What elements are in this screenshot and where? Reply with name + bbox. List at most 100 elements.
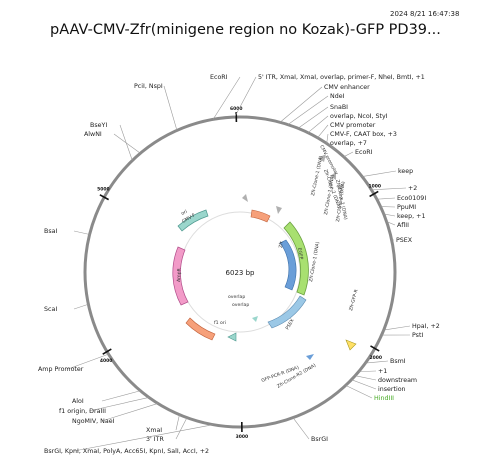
tick-mark <box>369 190 379 198</box>
blue-cds-feature[interactable] <box>279 239 297 291</box>
site-connector <box>380 206 396 208</box>
tick-label: 6000 <box>230 106 243 112</box>
feature-label-overlap-1: overlap <box>228 294 245 300</box>
orange-feature-bottom[interactable] <box>185 317 216 341</box>
site-label[interactable]: XmaI <box>146 427 162 434</box>
site-label[interactable]: ScaI <box>44 306 57 313</box>
site-connector <box>73 424 214 452</box>
site-connector <box>345 385 373 399</box>
site-label[interactable]: PpuMI <box>397 204 416 211</box>
feature-label-zfr: Zfr <box>278 241 285 248</box>
site-label[interactable]: NgoMIV, NaeI <box>72 418 115 425</box>
timestamp: 2024 8/21 16:47:38 <box>390 10 460 18</box>
site-connector <box>383 213 396 217</box>
site-label[interactable]: Amp Promoter <box>38 366 84 373</box>
site-connector <box>362 170 397 177</box>
site-label[interactable]: overlap, +7 <box>330 140 367 147</box>
feature-label-zfr-clone-1a: Zfr-Clone-1 (DNA) <box>310 155 324 196</box>
site-connector <box>343 151 354 158</box>
site-connector <box>287 95 329 125</box>
promoter-feature[interactable] <box>250 209 271 223</box>
site-label[interactable]: PSEX <box>396 237 413 244</box>
feature-label-overlap-2: overlap <box>232 302 249 308</box>
site-label[interactable]: keep <box>398 168 413 175</box>
site-label[interactable]: keep, +1 <box>397 213 425 220</box>
egfp-feature[interactable] <box>283 221 309 296</box>
site-connector <box>365 360 389 364</box>
teal-small-feature[interactable] <box>227 332 237 342</box>
site-label[interactable]: EcoRI <box>210 74 228 81</box>
site-label[interactable]: downstream <box>378 377 417 384</box>
site-label[interactable]: BsmI <box>390 358 406 365</box>
site-connector <box>101 403 158 422</box>
site-connector <box>101 390 141 402</box>
features <box>172 154 357 360</box>
sequence-length: 6023 bp <box>226 269 255 277</box>
feature-label-psex: PSEX <box>285 318 296 331</box>
tick-label: 2000 <box>369 355 382 361</box>
site-label[interactable]: +2 <box>408 185 417 192</box>
feature-label-egfp: EGFP <box>296 247 304 260</box>
site-label[interactable]: HindIII <box>374 395 394 402</box>
site-label[interactable]: SnaBI <box>330 104 348 111</box>
site-label[interactable]: CMV enhancer <box>324 84 370 91</box>
site-label[interactable]: BsrGI <box>311 436 328 443</box>
site-label[interactable]: PciI, NspI <box>134 83 163 90</box>
site-connector <box>327 142 336 151</box>
site-label[interactable]: BseYI <box>90 122 107 129</box>
site-label[interactable]: f1 origin, DraIII <box>59 408 106 415</box>
tick-label: 3000 <box>236 434 249 440</box>
flag-3 <box>318 154 326 162</box>
flag-6 <box>306 354 314 360</box>
site-label[interactable]: Eco0109I <box>397 195 426 202</box>
feature-label-zfr-gfp-r: Zfr-GFP-R <box>348 288 360 311</box>
flag-5 <box>330 172 336 180</box>
site-connector <box>371 187 407 191</box>
site-connector <box>292 417 310 440</box>
site-connector <box>88 397 149 412</box>
restriction-sites: EcoRI 5' ITR, XmaI, XmaI, overlap, primer… <box>38 74 440 455</box>
site-label[interactable]: 5' ITR, XmaI, XmaI, overlap, primer-F, N… <box>258 74 425 81</box>
flag-2 <box>276 206 282 214</box>
ori-feature[interactable] <box>345 339 357 351</box>
site-label[interactable]: NdeI <box>330 93 345 100</box>
teal-feature[interactable] <box>177 209 209 232</box>
site-label[interactable]: CMV-F, CAAT box, +3 <box>330 131 397 138</box>
site-connector <box>175 414 180 431</box>
site-connector <box>358 370 377 372</box>
site-label[interactable]: PstI <box>412 332 423 339</box>
flag-7 <box>252 316 258 322</box>
site-label[interactable]: insertion <box>378 386 406 393</box>
tick-label: 1000 <box>369 183 382 189</box>
tick-mark <box>102 348 112 355</box>
map-title: pAAV-CMV-Zfr(minigene region no Kozak)-G… <box>50 22 441 38</box>
ampr-feature[interactable] <box>172 246 189 306</box>
site-label[interactable]: HpaI, +2 <box>412 323 440 330</box>
tick-mark <box>370 345 380 352</box>
site-connector <box>212 76 241 120</box>
site-label[interactable]: AflII <box>397 222 409 229</box>
site-label[interactable]: overlap, NcoI, StyI <box>330 113 388 120</box>
site-label[interactable]: CMV promoter <box>330 122 376 129</box>
tick-label: 5000 <box>97 187 110 193</box>
site-connector <box>113 133 141 154</box>
site-connector <box>326 133 329 144</box>
site-label[interactable]: EcoRI <box>355 149 373 156</box>
site-label[interactable]: AlwNI <box>84 131 102 138</box>
feature-label-ampr: AmpR <box>176 267 183 282</box>
site-connector <box>163 85 178 131</box>
site-connector <box>386 221 396 226</box>
feature-label-ori: ori <box>180 209 188 217</box>
site-connector <box>175 417 188 440</box>
site-label[interactable]: BsaI <box>44 228 57 235</box>
feature-labels: CMV-F CMV promoter Zfr-Clone-2 (DNA) Zfr… <box>176 144 360 390</box>
site-label[interactable]: AloI <box>72 398 84 405</box>
site-label[interactable]: BsrGI, KpnI, XmaI, PolyA, Acc65I, KpnI, … <box>44 448 209 455</box>
flag-1 <box>242 194 248 202</box>
site-label[interactable]: 3' ITR <box>146 436 164 443</box>
site-connector <box>376 197 396 200</box>
blue-cds-feature-2[interactable] <box>267 295 307 329</box>
tick-mark <box>99 194 110 201</box>
site-label[interactable]: +1 <box>378 368 387 375</box>
